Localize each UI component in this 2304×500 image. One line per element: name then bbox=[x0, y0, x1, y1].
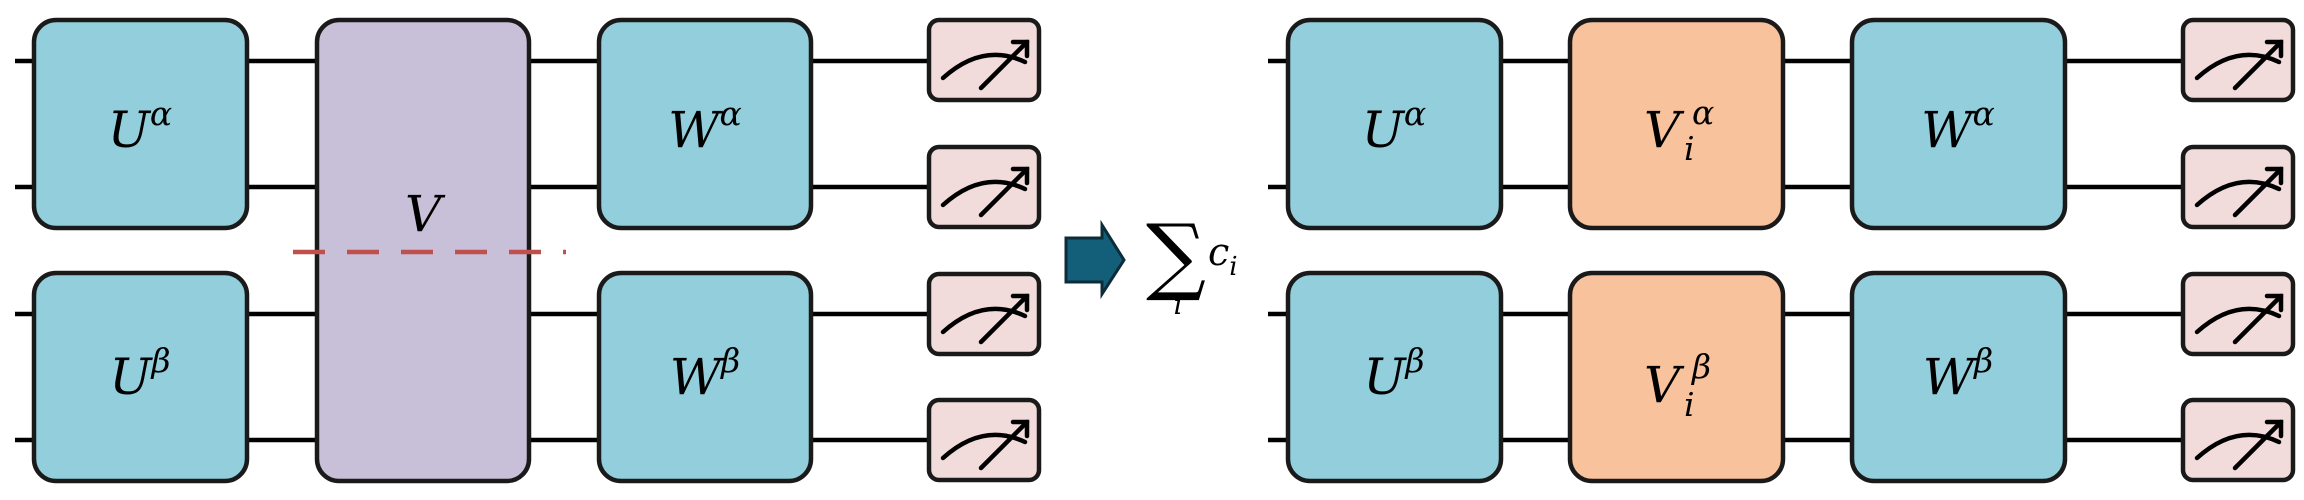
gate-w-beta-label: Wβ bbox=[1923, 341, 1993, 406]
measurement-meter-icon[interactable] bbox=[926, 144, 1042, 230]
gate-v-label: V bbox=[405, 185, 446, 243]
gate-u-alpha-box bbox=[31, 17, 250, 231]
gate-v-beta-box bbox=[1567, 270, 1786, 484]
sum-symbol: ∑ bbox=[1146, 206, 1206, 304]
gate-w-beta[interactable]: Wβ bbox=[1849, 270, 2068, 484]
gate-v-alpha-superscript: α bbox=[1692, 93, 1714, 132]
gate-u-alpha-label: Uα bbox=[108, 94, 172, 159]
gate-u-beta[interactable]: Uβ bbox=[1285, 270, 1504, 484]
gate-u-beta-box bbox=[31, 270, 250, 484]
gate-v-alpha-subscript: i bbox=[1684, 129, 1695, 168]
gate-u-alpha[interactable]: Uα bbox=[31, 17, 250, 231]
gate-v-alpha[interactable]: V α i bbox=[1567, 17, 1786, 231]
gate-w-beta[interactable]: Wβ bbox=[596, 270, 814, 484]
gate-v-beta-superscript: β bbox=[1690, 347, 1711, 386]
gate-w-alpha-label: Wα bbox=[1921, 94, 1995, 159]
sum-expression: ∑ i ci bbox=[1146, 206, 1238, 321]
gate-u-alpha[interactable]: Uα bbox=[1285, 17, 1504, 231]
gate-u-beta-box bbox=[1285, 270, 1504, 484]
gate-w-alpha-box bbox=[596, 17, 814, 231]
measurement-meter-icon[interactable] bbox=[2180, 397, 2296, 483]
gate-u-beta-label: Uβ bbox=[109, 341, 170, 406]
gate-v-beta-label: V bbox=[1644, 356, 1685, 414]
gate-w-alpha-label: Wα bbox=[668, 94, 742, 159]
gate-u-alpha-box bbox=[1285, 17, 1504, 231]
left-circuit: Uα Uβ V Wα bbox=[15, 17, 1042, 484]
gate-w-beta-label: Wβ bbox=[670, 341, 740, 406]
gate-u-beta[interactable]: Uβ bbox=[31, 270, 250, 484]
right-circuit: Uα Uβ V α i V β i bbox=[1268, 17, 2296, 484]
measurement-meter-icon[interactable] bbox=[2180, 271, 2296, 357]
measurement-meter-icon[interactable] bbox=[926, 271, 1042, 357]
gate-w-beta-box bbox=[1849, 270, 2068, 484]
gate-u-alpha-label: Uα bbox=[1362, 94, 1426, 159]
measurement-meter-icon[interactable] bbox=[2180, 17, 2296, 103]
measurement-meter-icon[interactable] bbox=[2180, 144, 2296, 230]
measurement-meter-icon[interactable] bbox=[926, 17, 1042, 103]
gate-v-beta-subscript: i bbox=[1684, 385, 1695, 424]
measurement-meter-icon[interactable] bbox=[926, 397, 1042, 483]
gate-w-alpha-box bbox=[1849, 17, 2068, 231]
gate-v-alpha-box bbox=[1567, 17, 1786, 231]
gate-w-alpha[interactable]: Wα bbox=[1849, 17, 2068, 231]
right-arrow-icon bbox=[1064, 219, 1126, 300]
gate-v-beta[interactable]: V β i bbox=[1567, 270, 1786, 484]
gate-w-alpha[interactable]: Wα bbox=[596, 17, 814, 231]
sum-coefficient: ci bbox=[1208, 230, 1238, 282]
sum-index: i bbox=[1174, 288, 1183, 321]
gate-u-beta-label: Uβ bbox=[1363, 341, 1424, 406]
gate-v-alpha-label: V bbox=[1644, 101, 1685, 159]
gate-w-beta-box bbox=[596, 270, 814, 484]
